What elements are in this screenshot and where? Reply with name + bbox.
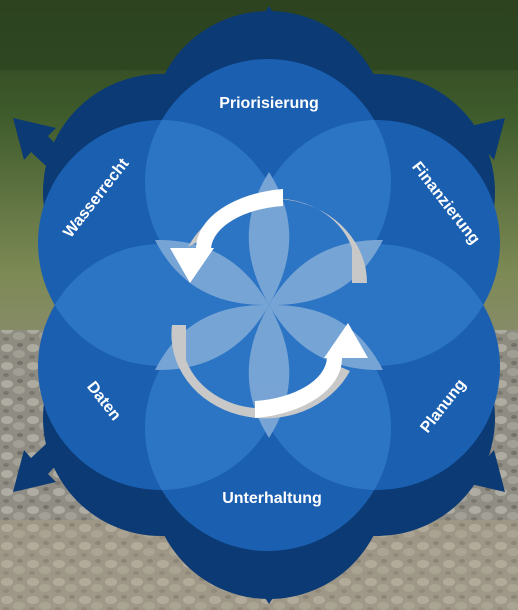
label-priorisierung: Priorisierung [219,95,319,112]
label-unterhaltung: Unterhaltung [222,490,322,507]
arrow-down-left [13,444,61,492]
cycle-arrow-bottom [255,323,368,418]
overlap-left [38,244,284,366]
cycle-arrow-top [170,189,283,283]
cycle-arrows [170,189,368,419]
overlap-right [254,244,500,366]
arrow-up-left [13,118,61,166]
